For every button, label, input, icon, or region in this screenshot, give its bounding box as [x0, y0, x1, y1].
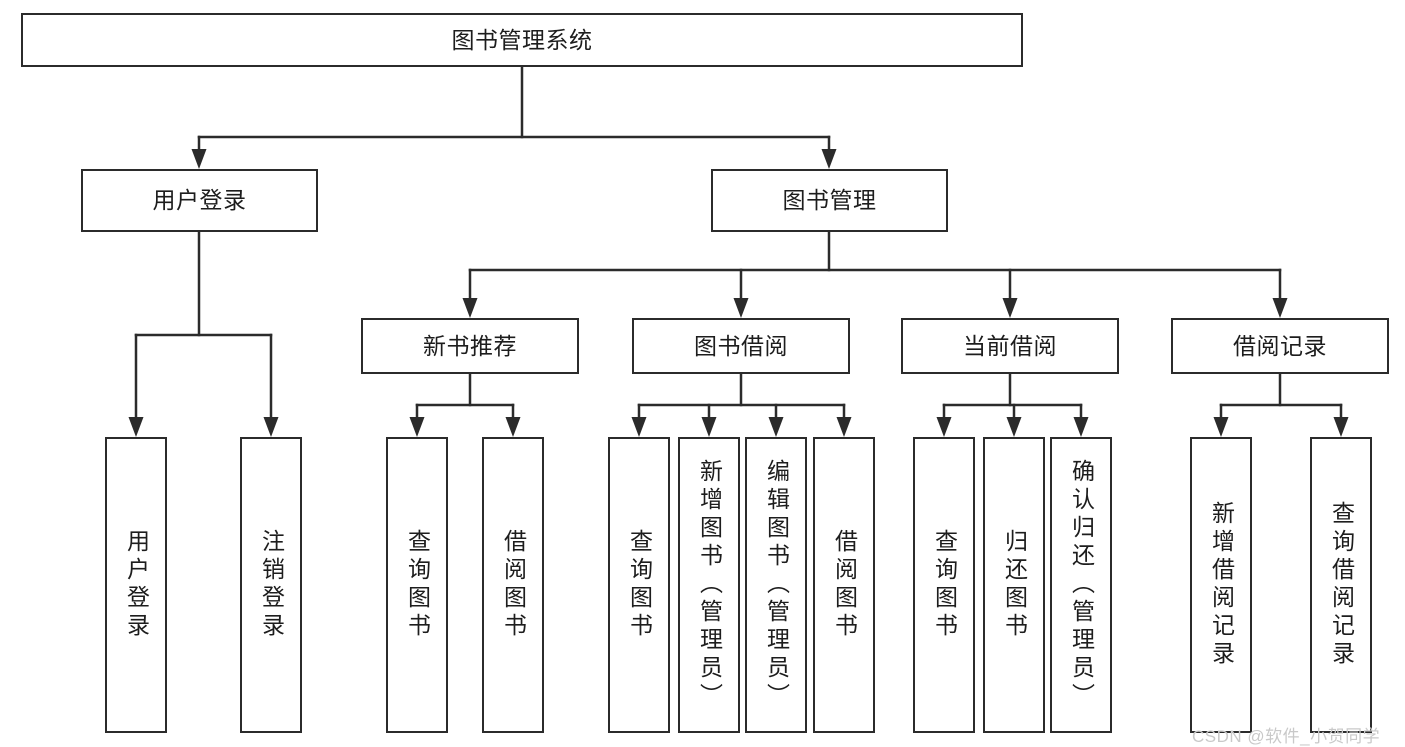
arrow-to-leaf-confirm-return-head [1073, 417, 1089, 437]
leaf-node-leaf-query-book-2[interactable]: 查询图书 [608, 437, 670, 733]
arrow-to-leaf-borrow-book-1-head [505, 417, 521, 437]
node-label: 查询借阅记录 [1328, 501, 1355, 669]
leaf-node-leaf-return-book[interactable]: 归还图书 [983, 437, 1045, 733]
leaf-node-leaf-add-book[interactable]: 新增图书（管理员） [678, 437, 740, 733]
leaf-node-leaf-edit-book[interactable]: 编辑图书（管理员） [745, 437, 807, 733]
level2-node-new-book-recommend[interactable]: 新书推荐 [361, 318, 579, 374]
arrow-to-leaf-query-record-head [1333, 417, 1349, 437]
node-label: 图书借阅 [694, 332, 788, 359]
node-label: 当前借阅 [963, 332, 1057, 359]
arrow-to-leaf-add-record-head [1213, 417, 1229, 437]
node-label: 借阅图书 [831, 529, 858, 641]
node-label: 查询图书 [404, 529, 431, 641]
level1-node-user-login[interactable]: 用户登录 [81, 169, 318, 232]
arrow-to-book-management-head [821, 149, 837, 169]
arrow-to-leaf-query-book-3-head [936, 417, 952, 437]
level2-node-book-borrow[interactable]: 图书借阅 [632, 318, 850, 374]
node-label: 图书管理 [782, 187, 877, 213]
node-label: 借阅图书 [500, 529, 527, 641]
watermark-text: CSDN @软件_小贺同学 [1192, 727, 1381, 746]
leaf-node-leaf-borrow-book-1[interactable]: 借阅图书 [482, 437, 544, 733]
leaf-node-leaf-query-record[interactable]: 查询借阅记录 [1310, 437, 1372, 733]
leaf-node-leaf-user-login[interactable]: 用户登录 [105, 437, 167, 733]
arrow-to-leaf-borrow-book-2-head [836, 417, 852, 437]
leaf-node-leaf-query-book-3[interactable]: 查询图书 [913, 437, 975, 733]
arrow-to-borrow-record-head [1272, 298, 1288, 318]
node-label: 新增借阅记录 [1208, 501, 1235, 669]
node-label: 图书管理系统 [451, 26, 593, 53]
arrow-to-leaf-return-book-head [1006, 417, 1022, 437]
arrow-to-leaf-edit-book-head [768, 417, 784, 437]
level1-node-book-management[interactable]: 图书管理 [711, 169, 948, 232]
arrow-to-user-login-head [191, 149, 207, 169]
node-label: 归还图书 [1001, 529, 1028, 641]
node-label: 编辑图书（管理员） [763, 459, 790, 711]
node-label: 注销登录 [258, 529, 285, 641]
arrow-to-current-borrow-head [1002, 298, 1018, 318]
node-label: 新增图书（管理员） [696, 459, 723, 711]
node-label: 借阅记录 [1233, 332, 1327, 359]
arrow-to-leaf-add-book-head [701, 417, 717, 437]
leaf-node-leaf-borrow-book-2[interactable]: 借阅图书 [813, 437, 875, 733]
node-label: 用户登录 [152, 187, 247, 213]
node-label: 查询图书 [626, 529, 653, 641]
arrow-to-leaf-user-login-head [128, 417, 144, 437]
leaf-node-leaf-add-record[interactable]: 新增借阅记录 [1190, 437, 1252, 733]
leaf-node-leaf-confirm-return[interactable]: 确认归还（管理员） [1050, 437, 1112, 733]
node-label: 查询图书 [931, 529, 958, 641]
arrow-to-book-borrow-head [733, 298, 749, 318]
level2-node-borrow-record[interactable]: 借阅记录 [1171, 318, 1389, 374]
leaf-node-leaf-query-book-1[interactable]: 查询图书 [386, 437, 448, 733]
node-label: 确认归还（管理员） [1068, 459, 1095, 711]
arrow-to-leaf-logout-head [263, 417, 279, 437]
arrow-to-leaf-query-book-2-head [631, 417, 647, 437]
leaf-node-leaf-logout[interactable]: 注销登录 [240, 437, 302, 733]
root-node-root[interactable]: 图书管理系统 [21, 13, 1023, 67]
arrow-to-new-book-recommend-head [462, 298, 478, 318]
level2-node-current-borrow[interactable]: 当前借阅 [901, 318, 1119, 374]
arrow-to-leaf-query-book-1-head [409, 417, 425, 437]
node-label: 新书推荐 [423, 332, 517, 359]
node-label: 用户登录 [123, 529, 150, 641]
